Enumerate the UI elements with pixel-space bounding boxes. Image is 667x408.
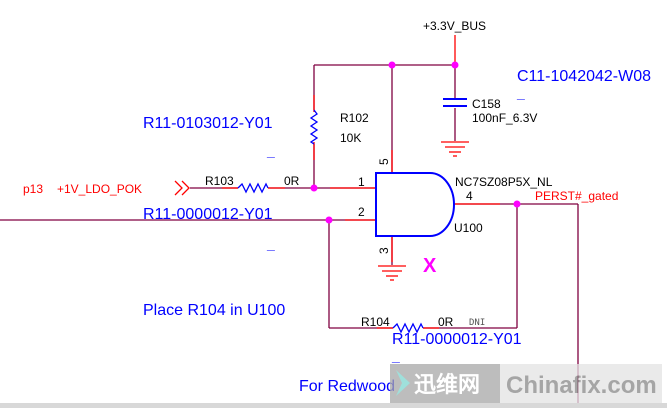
- for-redwood-note: For Redwood: [299, 378, 395, 395]
- pin-3-label: 3: [377, 247, 391, 254]
- r102-ref: R102: [340, 111, 369, 125]
- junction-dot: [310, 184, 318, 192]
- pin-1-label: 1: [358, 175, 365, 189]
- gate-part-name: NC7SZ08P5X_NL: [455, 175, 553, 189]
- and-gate-u100-icon: [375, 172, 455, 237]
- bottom-scroll-strip: [0, 403, 667, 408]
- c158-capacitor-icon: [443, 98, 467, 107]
- r104-dni: DNI: [469, 318, 485, 328]
- c158-part-number: C11-1042042-W08: [517, 68, 651, 85]
- r104-dash: _: [391, 348, 400, 364]
- output-net-label: PERST#_gated: [535, 189, 618, 203]
- r103-value: 0R: [284, 174, 300, 188]
- r104-part-number: R11-0000012-Y01: [392, 331, 522, 348]
- r104-value: 0R: [438, 315, 454, 329]
- r103-dash: _: [266, 236, 275, 252]
- junction-dot: [513, 200, 521, 208]
- pin-2-label: 2: [358, 205, 365, 219]
- power-net-label: +3.3V_BUS: [423, 19, 486, 33]
- watermark: 迅维网 Chinafix.com: [390, 364, 662, 403]
- r103-ref: R103: [205, 174, 234, 188]
- pin-4-label: 4: [466, 189, 473, 203]
- r104-resistor-icon: [392, 322, 424, 334]
- r103-resistor-icon: [237, 182, 269, 194]
- r102-value: 10K: [340, 131, 361, 145]
- r102-dash: _: [266, 143, 275, 159]
- watermark-cn: 迅维网: [414, 372, 480, 398]
- wires: [0, 35, 579, 408]
- place-note: Place R104 in U100: [143, 302, 285, 319]
- junction-dot: [451, 61, 459, 69]
- r104-ref: R104: [361, 315, 390, 329]
- input-net-label: +1V_LDO_POK: [57, 182, 142, 196]
- r102-resistor-icon: [309, 109, 319, 145]
- junction-dot: [388, 61, 396, 69]
- pin-5-label: 5: [377, 158, 391, 165]
- gate-ref: U100: [454, 221, 483, 235]
- r103-part-number: R11-0000012-Y01: [143, 206, 273, 223]
- c158-value: 100nF_6.3V: [472, 111, 537, 125]
- input-page-ref: p13: [23, 182, 43, 196]
- watermark-en: Chinafix.com: [506, 372, 657, 399]
- ground-icon-c158: [441, 141, 469, 157]
- watermark-arrow-icon: [396, 370, 410, 396]
- offpage-connector-icon: [174, 180, 190, 196]
- r102-part-number: R11-0103012-Y01: [143, 115, 273, 132]
- pin-stubs: [222, 95, 500, 329]
- c158-dash: _: [516, 85, 525, 101]
- ground-icon-u100: [378, 265, 406, 281]
- junction-dot: [325, 216, 333, 224]
- c158-ref: C158: [472, 97, 501, 111]
- x-marker: X: [423, 255, 437, 277]
- junctions: [310, 61, 521, 224]
